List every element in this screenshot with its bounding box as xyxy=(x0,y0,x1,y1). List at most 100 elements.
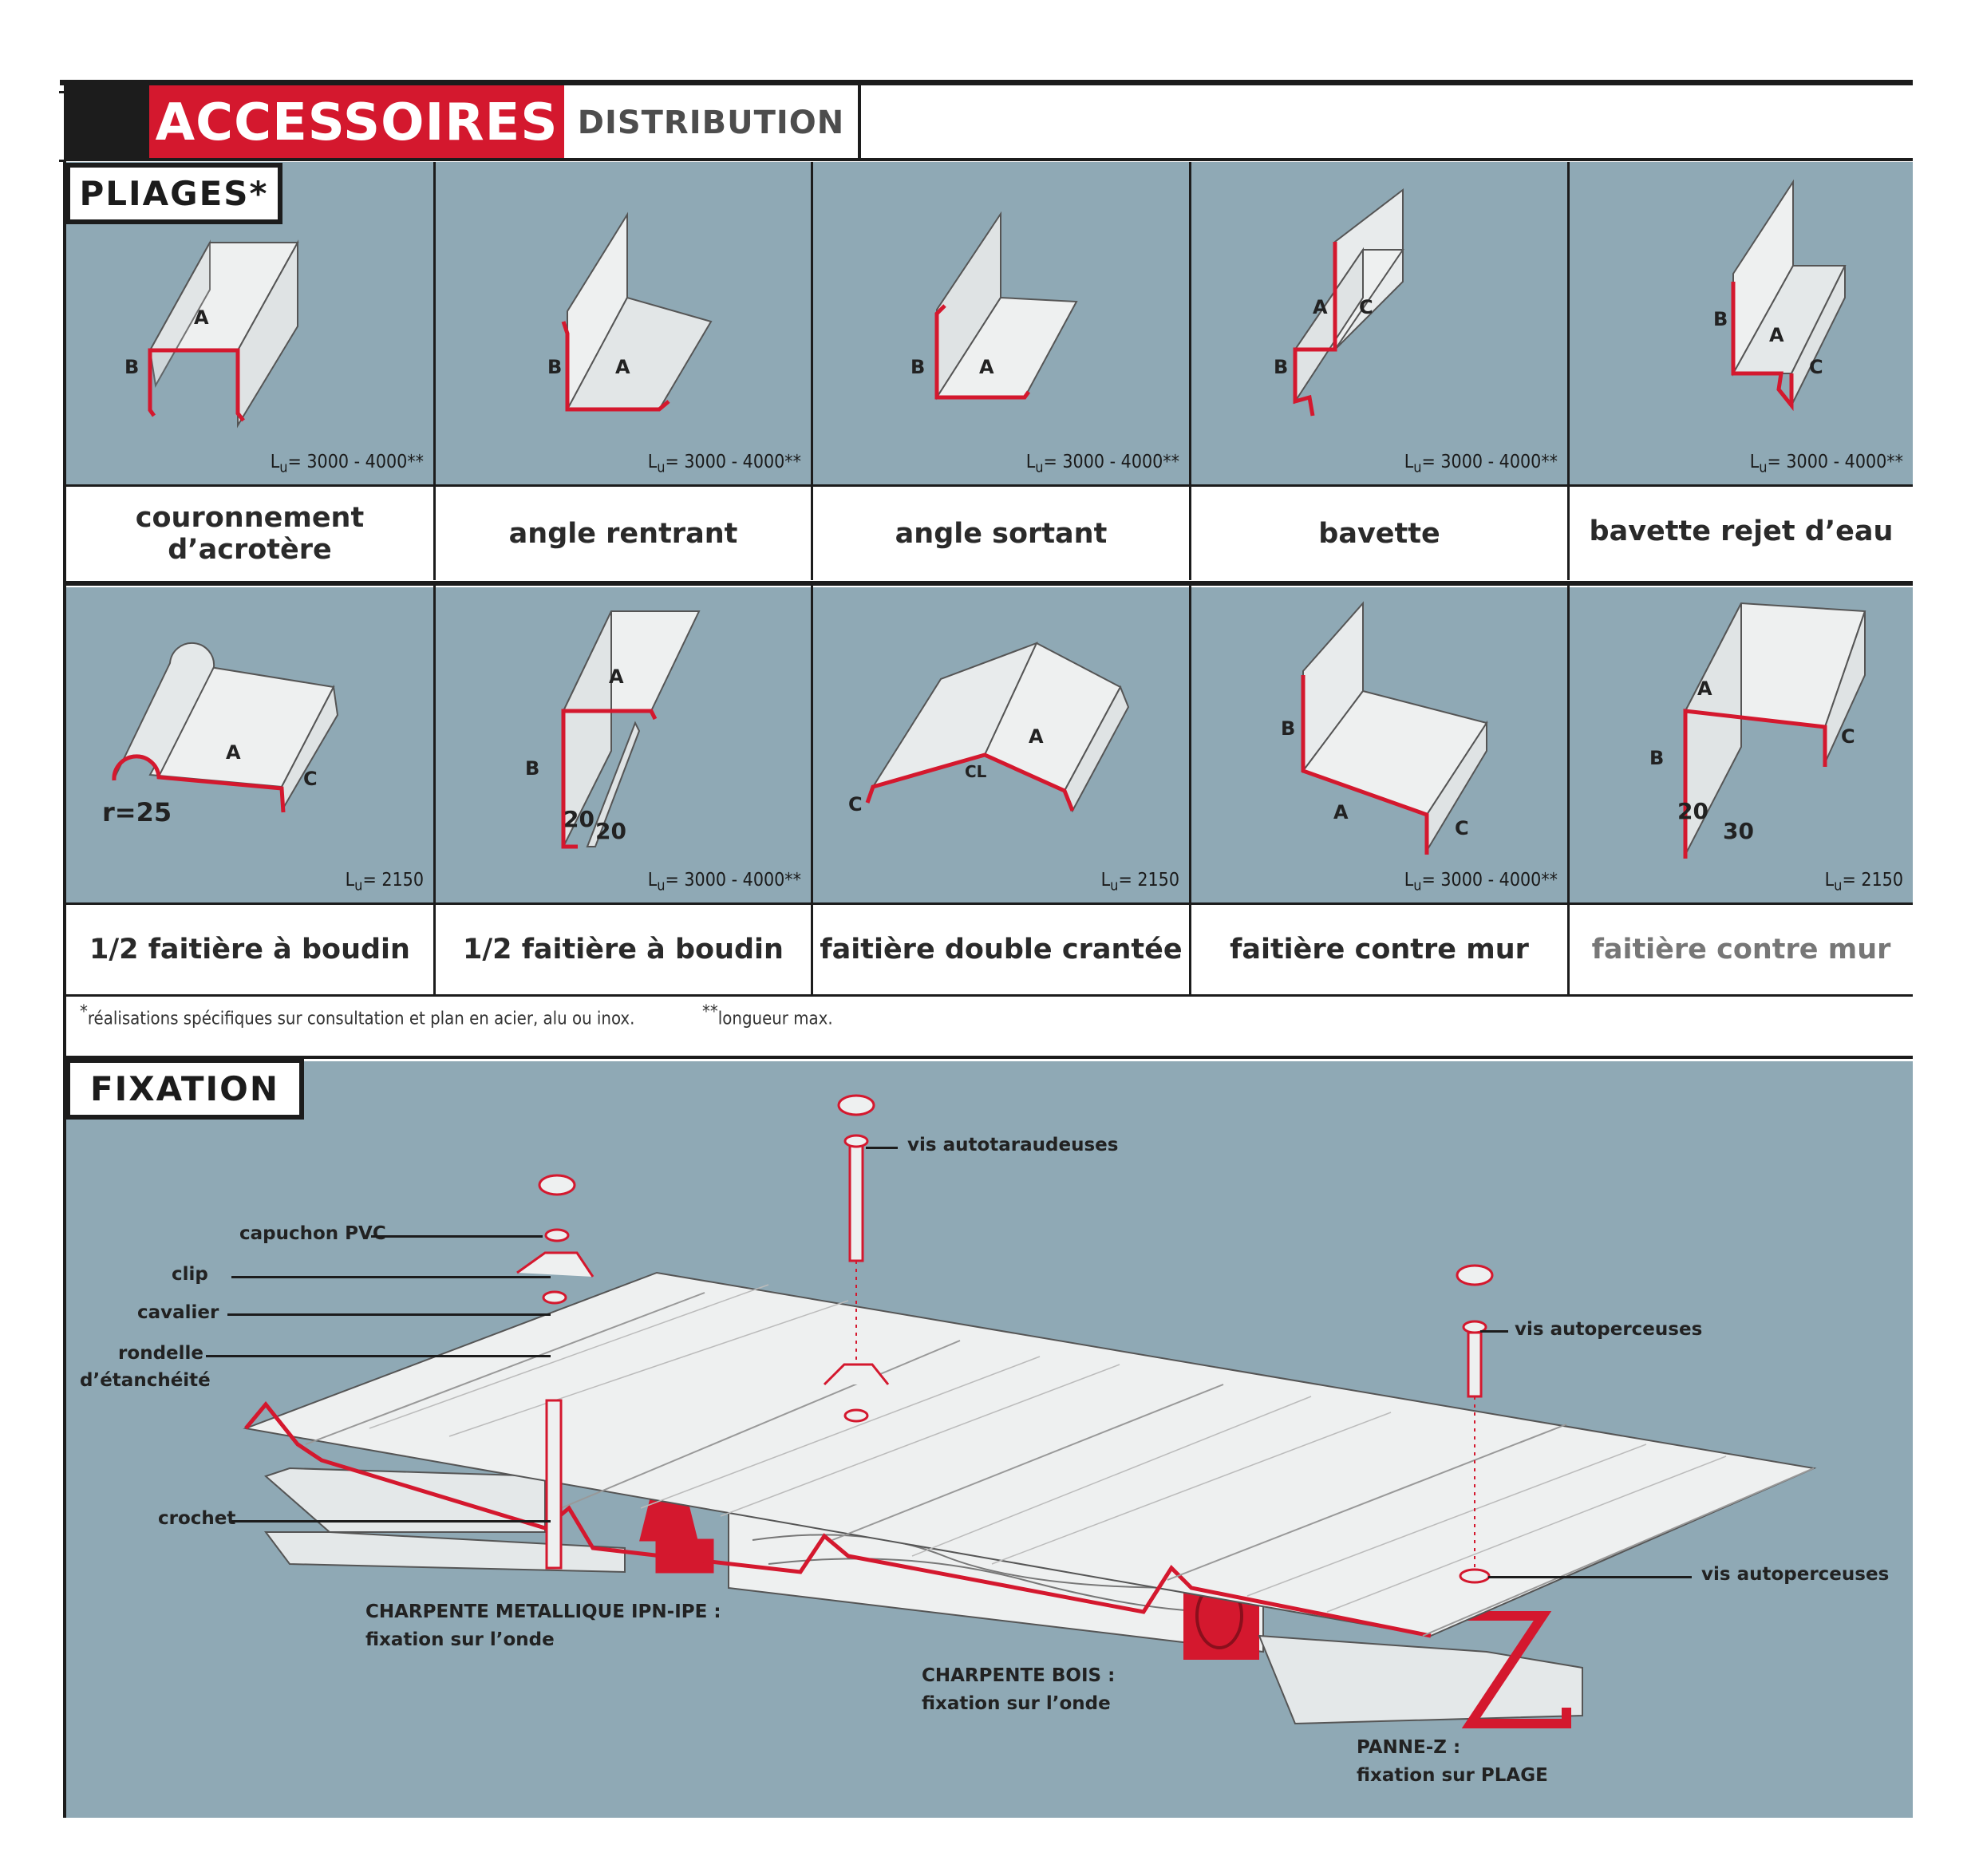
profile-drawing: A C B 20 30 xyxy=(1649,602,1866,859)
footnote-max-length: **longueur max. xyxy=(702,1002,833,1029)
callout-vis-autotaraudeuses: vis autotaraudeuses xyxy=(907,1135,1119,1155)
letter-b: B xyxy=(1274,356,1288,378)
pliage-cell-faitiere-boudin-2: A B 20 20 Lu= 3000 - 4000** xyxy=(436,587,811,902)
dim-20-a: 20 xyxy=(563,806,594,832)
fixation-top-rule xyxy=(66,1056,1913,1059)
letter-c: C xyxy=(1359,296,1373,318)
letter-a: A xyxy=(1029,725,1044,748)
radius-label: r=25 xyxy=(102,797,172,827)
caption-angle-sortant: angle sortant xyxy=(813,487,1189,580)
length-label: Lu= 3000 - 4000** xyxy=(1749,452,1903,476)
profile-drawing: B A xyxy=(910,211,1078,401)
grid-divider xyxy=(66,994,1913,997)
label-cl: CL xyxy=(965,762,987,781)
length-label: Lu= 3000 - 4000** xyxy=(647,870,801,895)
section-label-fixation: FIXATION xyxy=(65,1058,304,1120)
section-label-pliages: PLIAGES* xyxy=(65,163,282,224)
pliage-cell-angle-sortant: B A Lu= 3000 - 4000** xyxy=(813,162,1189,484)
letter-a: A xyxy=(1697,677,1712,700)
label-charpente-bois-2: fixation sur l’onde xyxy=(922,1693,1111,1714)
length-label: Lu= 3000 - 4000** xyxy=(1404,452,1558,476)
left-rule xyxy=(63,160,66,1818)
profile-drawing: A B 20 20 xyxy=(525,610,701,849)
caption-faitiere-mur-1: faitière contre mur xyxy=(1191,905,1567,994)
fixation-panel xyxy=(66,1061,1913,1818)
callout-clip: clip xyxy=(172,1264,208,1285)
length-label: Lu= 3000 - 4000** xyxy=(647,452,801,476)
pliage-cell-bavette: A C B Lu= 3000 - 4000** xyxy=(1191,162,1567,484)
letter-b: B xyxy=(547,356,562,378)
length-label: Lu= 2150 xyxy=(1824,870,1903,895)
length-label: Lu= 3000 - 4000** xyxy=(1025,452,1179,476)
callout-rondelle-2: d’étanchéité xyxy=(80,1370,211,1391)
screw-stack-right xyxy=(1456,1264,1494,1584)
profile-drawing: A CL C xyxy=(848,642,1130,816)
length-label: Lu= 3000 - 4000** xyxy=(1404,870,1558,895)
letter-a: A xyxy=(615,356,630,378)
pliage-cell-angle-rentrant: B A Lu= 3000 - 4000** xyxy=(436,162,811,484)
grid-divider xyxy=(66,484,1913,487)
header-separator xyxy=(858,85,861,160)
leader-line xyxy=(1480,1330,1508,1333)
letter-a: A xyxy=(194,306,209,329)
screw-stack-left xyxy=(516,1174,594,1570)
letter-c: C xyxy=(1455,817,1469,839)
length-label: Lu= 2150 xyxy=(1100,870,1179,895)
dim-20-b: 20 xyxy=(595,818,626,844)
label-charpente-metallique-2: fixation sur l’onde xyxy=(365,1629,555,1650)
footnote-specific: *réalisations spécifiques sur consultati… xyxy=(80,1002,635,1029)
caption-couronnement: couronnement d’acrotère xyxy=(66,487,433,580)
letter-b: B xyxy=(124,356,139,378)
leader-line xyxy=(866,1147,898,1149)
letter-c: C xyxy=(303,768,318,790)
dim-20: 20 xyxy=(1677,798,1708,824)
header-subtitle: DISTRIBUTION xyxy=(577,104,845,141)
pliage-cell-faitiere-crantee: A CL C Lu= 2150 xyxy=(813,587,1189,902)
grid-divider xyxy=(1567,162,1570,580)
dim-30: 30 xyxy=(1723,818,1754,844)
letter-c: C xyxy=(848,793,863,816)
label-panne-z: PANNE-Z : xyxy=(1357,1737,1461,1758)
profile-drawing: B A xyxy=(547,211,713,412)
caption-faitiere-boudin-2: 1/2 faitière à boudin xyxy=(436,905,811,994)
caption-faitiere-mur-2: faitière contre mur xyxy=(1570,905,1913,994)
letter-a: A xyxy=(226,741,241,764)
caption-faitiere-crantee: faitière double crantée xyxy=(813,905,1189,994)
grid-divider xyxy=(811,586,813,994)
profile-drawing: B A C xyxy=(1713,179,1847,412)
label-charpente-metallique: CHARPENTE METALLIQUE IPN-IPE : xyxy=(365,1602,721,1622)
letter-a: A xyxy=(1769,324,1784,346)
grid-divider xyxy=(66,902,1913,905)
letter-b: B xyxy=(910,356,925,378)
caption-bavette-rejet: bavette rejet d’eau xyxy=(1570,487,1913,576)
pliage-cell-faitiere-boudin-1: A C r=25 Lu= 2150 xyxy=(66,587,433,902)
leader-line xyxy=(231,1520,551,1523)
grid-divider xyxy=(1189,162,1191,580)
label-charpente-bois: CHARPENTE BOIS : xyxy=(922,1665,1116,1686)
header-black-block xyxy=(64,80,149,160)
pliage-cell-bavette-rejet: B A C Lu= 3000 - 4000** xyxy=(1570,162,1913,484)
pliage-cell-faitiere-mur-1: B A C Lu= 3000 - 4000** xyxy=(1191,587,1567,902)
letter-a: A xyxy=(1313,296,1328,318)
callout-crochet: crochet xyxy=(158,1508,236,1529)
length-label: Lu= 2150 xyxy=(345,870,424,895)
leader-line xyxy=(227,1313,551,1316)
screw-stack-center xyxy=(823,1094,890,1423)
profile-drawing: A C r=25 xyxy=(102,642,339,827)
grid-divider xyxy=(1567,586,1570,994)
callout-vis-autoperceuses-1: vis autoperceuses xyxy=(1515,1319,1703,1340)
letter-c: C xyxy=(1841,725,1855,748)
letter-a: A xyxy=(979,356,994,378)
letter-b: B xyxy=(1713,308,1728,330)
header-top-rule xyxy=(60,80,1913,85)
grid-divider xyxy=(433,586,436,994)
leader-line xyxy=(206,1355,551,1357)
letter-b: B xyxy=(525,757,539,780)
header-title: ACCESSOIRES xyxy=(149,85,564,160)
length-label: Lu= 3000 - 4000** xyxy=(270,452,424,476)
leader-line xyxy=(231,1276,551,1278)
callout-cavalier: cavalier xyxy=(137,1302,219,1323)
letter-a: A xyxy=(609,665,624,688)
header-bottom-rule xyxy=(64,158,1913,161)
grid-divider xyxy=(1189,586,1191,994)
